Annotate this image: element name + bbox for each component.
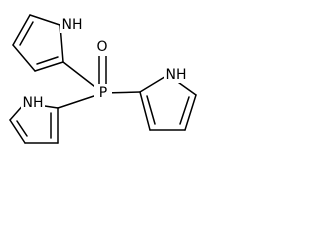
bond-right-c2-c3-inner [146, 95, 156, 125]
oxygen-label-bg [94, 39, 110, 56]
pyrrole-ring-top [12, 14, 64, 72]
bond-right-c4-c5 [184, 94, 197, 131]
nh-right-label: NH [166, 67, 187, 83]
nh-right-label-bg [164, 67, 188, 83]
atom-labels: P O NH NH NH [21, 17, 188, 111]
oxygen-label: O [96, 39, 107, 55]
bond-top-c4-c5-inner [19, 21, 34, 46]
bond-right-c4-c5-inner [179, 96, 190, 125]
nh-top-label: NH [62, 17, 83, 33]
chemical-structure-diagram: P O NH NH NH [0, 0, 207, 152]
pyrrole-ring-right [139, 74, 197, 131]
molecule-drawing: P O NH NH NH [9, 14, 197, 144]
bond-right-c2-c3 [139, 91, 151, 131]
bond-left-c4-c5-inner [16, 120, 28, 137]
bond-right-n-c2 [139, 74, 169, 93]
phosphorus-label: P [99, 85, 107, 101]
nh-top-label-bg [60, 17, 84, 33]
bond-top-c3-c4 [12, 44, 36, 72]
bond-top-c2-c3-inner [36, 56, 59, 65]
bond-top-c2-c3 [34, 61, 64, 72]
nh-left-label: NH [23, 95, 44, 111]
phosphorus-label-bg [94, 84, 112, 102]
bond-top-c5-n [29, 14, 61, 26]
bond-left-c4-c5 [9, 119, 26, 144]
bond-top-c4-c5 [12, 14, 31, 46]
nh-left-label-bg [21, 95, 45, 111]
